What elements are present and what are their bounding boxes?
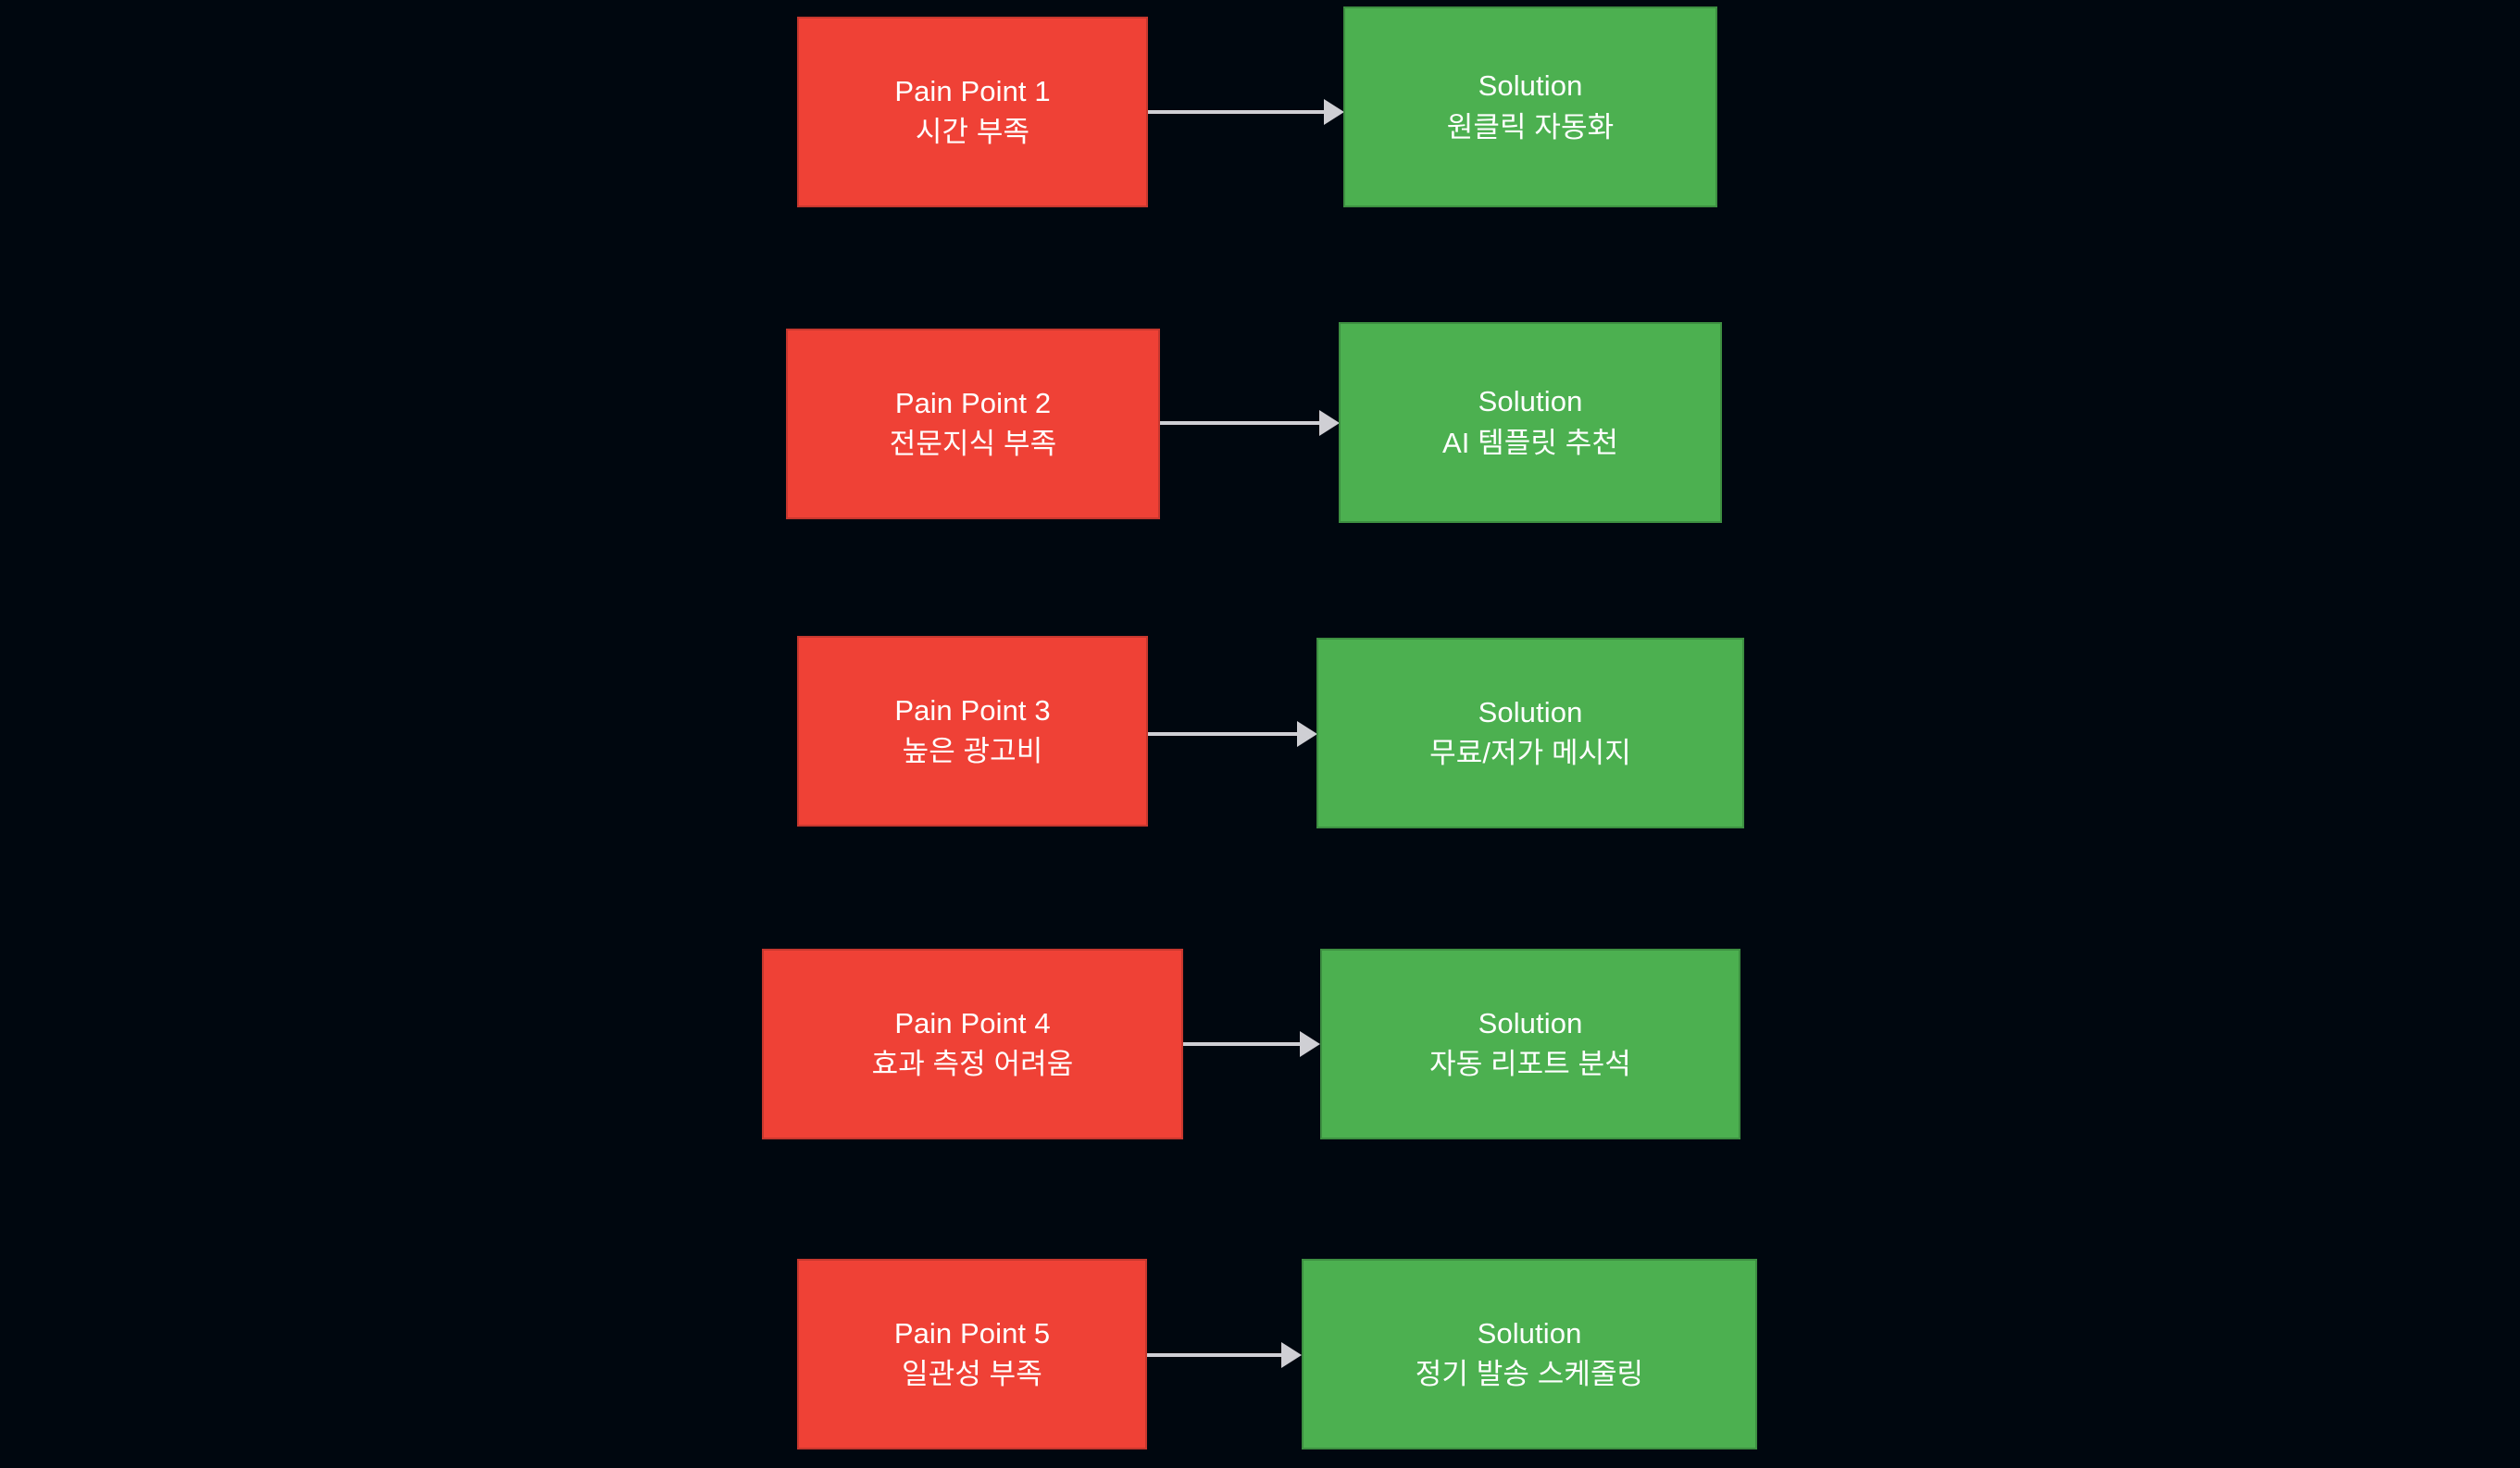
solution-node-5-subtitle: 정기 발송 스케줄링 bbox=[1415, 1358, 1644, 1390]
pain-point-node-3[interactable]: Pain Point 3 높은 광고비 bbox=[797, 636, 1148, 827]
connector-line-3 bbox=[1148, 732, 1299, 736]
pain-point-node-3-title: Pain Point 3 bbox=[894, 693, 1051, 727]
solution-node-1[interactable]: Solution 원클릭 자동화 bbox=[1343, 6, 1717, 207]
pain-point-node-5-title: Pain Point 5 bbox=[893, 1316, 1051, 1350]
solution-node-3[interactable]: Solution 무료/저가 메시지 bbox=[1316, 638, 1744, 828]
pain-point-node-4[interactable]: Pain Point 4 효과 측정 어려움 bbox=[762, 949, 1183, 1139]
connector-line-5 bbox=[1147, 1353, 1282, 1357]
solution-node-5-title: Solution bbox=[1477, 1316, 1582, 1350]
solution-node-1-title: Solution bbox=[1478, 69, 1583, 103]
connector-line-2 bbox=[1160, 421, 1321, 425]
solution-node-2[interactable]: Solution AI 템플릿 추천 bbox=[1339, 322, 1722, 523]
pain-point-node-1-title: Pain Point 1 bbox=[894, 74, 1051, 107]
pain-point-node-4-subtitle: 효과 측정 어려움 bbox=[871, 1048, 1074, 1080]
pain-point-node-4-title: Pain Point 4 bbox=[894, 1006, 1051, 1039]
solution-node-2-title: Solution bbox=[1478, 385, 1583, 418]
pain-point-node-5[interactable]: Pain Point 5 일관성 부족 bbox=[797, 1259, 1147, 1449]
connector-line-4 bbox=[1183, 1042, 1301, 1046]
solution-node-2-subtitle: AI 템플릿 추천 bbox=[1441, 426, 1618, 459]
solution-node-4-title: Solution bbox=[1478, 1006, 1583, 1039]
pain-point-node-2-title: Pain Point 2 bbox=[894, 386, 1052, 419]
connector-arrowhead-4 bbox=[1300, 1031, 1320, 1057]
connector-arrowhead-5 bbox=[1281, 1342, 1302, 1368]
pain-point-node-1[interactable]: Pain Point 1 시간 부족 bbox=[797, 17, 1148, 207]
pain-point-node-3-subtitle: 높은 광고비 bbox=[902, 735, 1043, 767]
pain-point-node-5-subtitle: 일관성 부족 bbox=[902, 1358, 1042, 1390]
connector-line-1 bbox=[1148, 110, 1326, 114]
solution-node-4[interactable]: Solution 자동 리포트 분석 bbox=[1320, 949, 1740, 1139]
solution-node-5[interactable]: Solution 정기 발송 스케줄링 bbox=[1302, 1259, 1757, 1449]
solution-node-3-subtitle: 무료/저가 메시지 bbox=[1429, 737, 1631, 769]
solution-node-1-subtitle: 원클릭 자동화 bbox=[1446, 110, 1615, 143]
connector-arrowhead-2 bbox=[1319, 410, 1340, 436]
pain-point-node-2[interactable]: Pain Point 2 전문지식 부족 bbox=[786, 329, 1160, 519]
pain-point-node-2-subtitle: 전문지식 부족 bbox=[889, 428, 1057, 460]
connector-arrowhead-1 bbox=[1324, 99, 1344, 125]
connector-arrowhead-3 bbox=[1297, 721, 1317, 747]
solution-node-4-subtitle: 자동 리포트 분석 bbox=[1429, 1048, 1631, 1080]
pain-point-node-1-subtitle: 시간 부족 bbox=[915, 116, 1030, 148]
solution-node-3-title: Solution bbox=[1478, 695, 1583, 728]
